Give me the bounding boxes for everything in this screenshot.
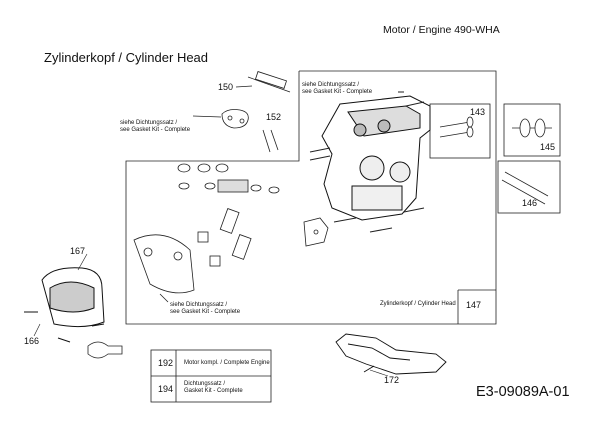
part-167-label[interactable]: 167 [70, 246, 86, 256]
part-152-label[interactable]: 152 [266, 112, 282, 122]
part-143-label[interactable]: 143 [470, 107, 486, 117]
table-row-number[interactable]: 192 [158, 358, 174, 368]
table-row-number[interactable]: 194 [158, 384, 174, 394]
gasket-152 [192, 109, 279, 153]
leader-lines [33, 253, 389, 377]
push-rods-146 [501, 171, 549, 205]
valves-143 [439, 116, 474, 138]
box147-label: Zylinderkopf / Cylinder Head [380, 301, 456, 307]
part-150-label[interactable]: 150 [218, 82, 234, 92]
part-145-label[interactable]: 145 [540, 142, 556, 152]
part-166-label[interactable]: 166 [24, 336, 40, 346]
head-bolts [309, 91, 425, 233]
parts-table [150, 349, 272, 403]
head-gasket [133, 234, 195, 303]
gasket-note-left: siehe Dichtungssatz / see Gasket Kit - C… [120, 120, 191, 133]
pin-145 [512, 118, 552, 138]
part-146-label[interactable]: 146 [522, 198, 538, 208]
part-143-box [429, 103, 491, 159]
part-145-box [503, 103, 561, 157]
part-146-box [497, 160, 561, 214]
gasket-note-top: siehe Dichtungssatz / see Gasket Kit - C… [302, 82, 373, 95]
bracket [303, 217, 329, 247]
head-assembly-frame [125, 70, 497, 325]
engine-label: Motor / Engine 490-WHA [383, 24, 500, 36]
cylinder-head [321, 95, 431, 221]
diagram-code: E3-09089A-01 [476, 384, 570, 400]
valve-springs [177, 163, 280, 267]
valve-cover-167 [24, 267, 105, 343]
table-row-text: Motor kompl. / Complete Engine [184, 360, 270, 366]
table-row-text: Dichtungssatz / Gasket Kit - Complete [184, 381, 243, 394]
spark-plug-150 [235, 71, 291, 93]
breather-hose [87, 341, 123, 359]
gasket-note-lower: siehe Dichtungssatz / see Gasket Kit - C… [170, 302, 241, 315]
box147-number[interactable]: 147 [466, 300, 482, 310]
heat-shield-172 [335, 333, 447, 375]
part-172-label[interactable]: 172 [384, 375, 400, 385]
section-title: Zylinderkopf / Cylinder Head [44, 50, 209, 65]
